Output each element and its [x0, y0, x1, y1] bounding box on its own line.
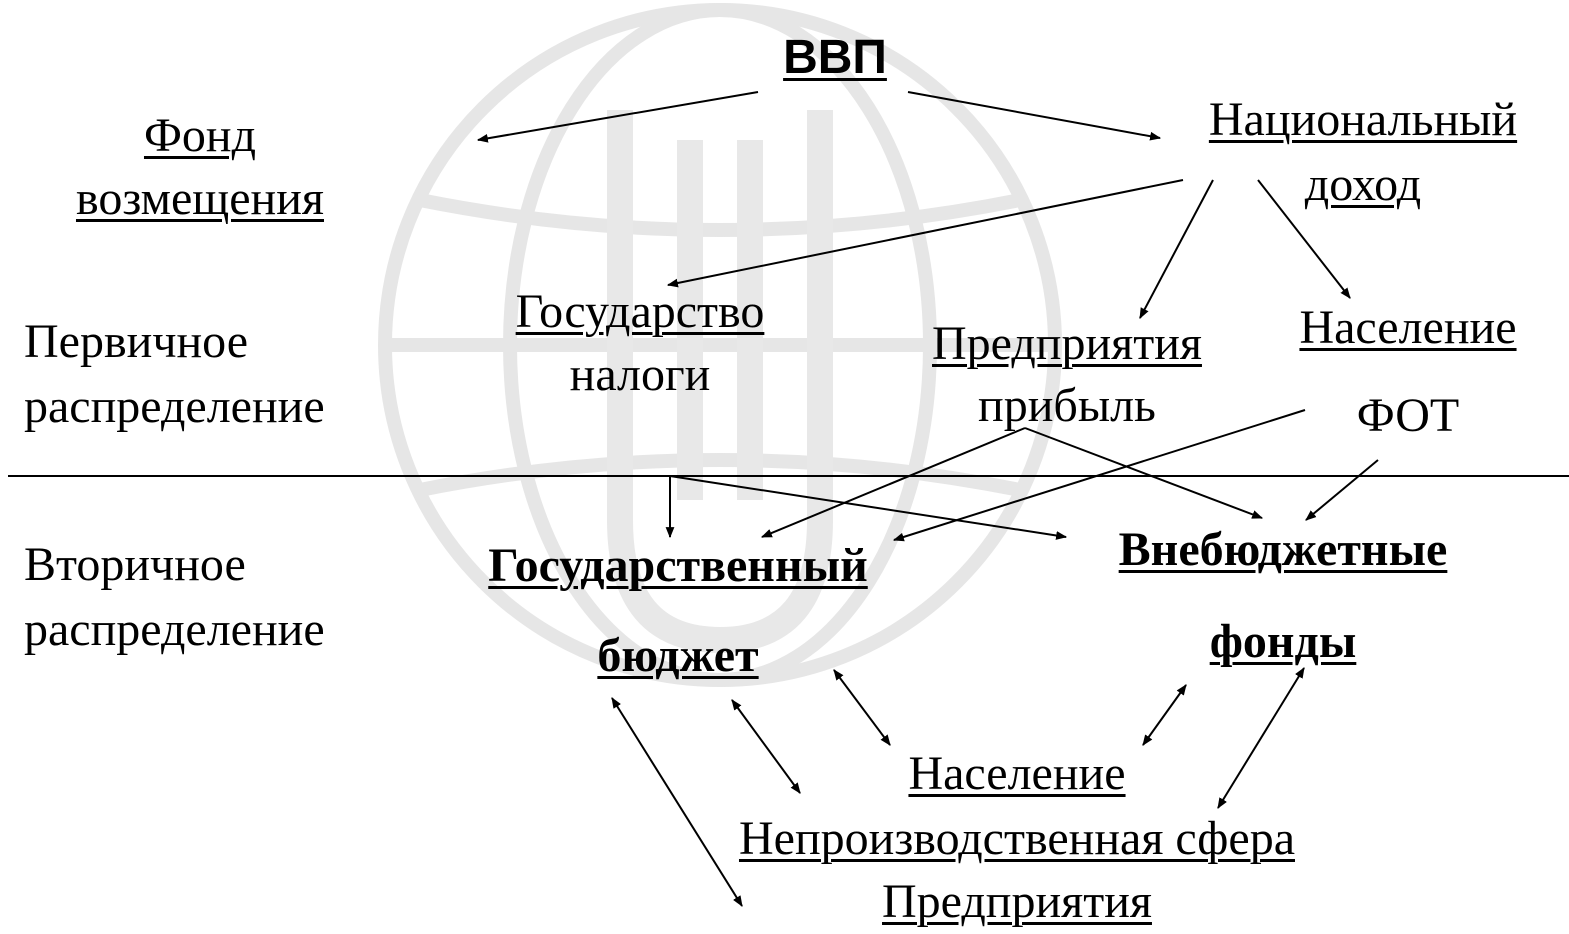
- arrow-budget-nonproduction: [731, 699, 801, 794]
- state-budget-line1: Государственный: [488, 539, 868, 592]
- arrow-budget-population: [833, 669, 891, 746]
- arrow-income-to-enterprises: [1139, 179, 1214, 319]
- arrow-gdp-to-income: [907, 91, 1162, 141]
- taxes-label: налоги: [569, 348, 711, 401]
- primary-distribution-line1: Первичное: [24, 315, 249, 368]
- payroll-label: ФОТ: [1356, 389, 1460, 442]
- replacement-fund-line2: возмещения: [75, 172, 324, 225]
- recipient-population: Население: [908, 747, 1126, 800]
- secondary-distribution-line2: распределение: [24, 603, 325, 656]
- gdp-label: ВВП: [783, 31, 887, 84]
- national-income-line2: доход: [1304, 158, 1422, 211]
- enterprises-label: Предприятия: [932, 317, 1202, 370]
- arrow-payroll-to-budget: [892, 409, 1306, 542]
- recipient-enterprises: Предприятия: [882, 875, 1152, 928]
- arrow-gdp-to-fund: [476, 91, 759, 143]
- recipient-nonproduction-sphere: Непроизводственная сфера: [738, 812, 1295, 865]
- extrabudgetary-funds-line2: фонды: [1209, 615, 1357, 668]
- arrow-funds-population: [1142, 684, 1187, 746]
- arrow-profit-to-funds: [1024, 427, 1264, 519]
- profit-label: прибыль: [978, 379, 1156, 432]
- population-primary-label: Население: [1299, 301, 1517, 354]
- state-label: Государство: [515, 285, 765, 338]
- arrow-income-to-population: [1257, 179, 1351, 299]
- state-budget-line2: бюджет: [597, 629, 759, 682]
- replacement-fund-line1: Фонд: [143, 109, 257, 162]
- arrow-budget-enterprises: [611, 697, 743, 907]
- arrow-payroll-to-funds: [1305, 459, 1379, 521]
- national-income-line1: Национальный: [1208, 93, 1518, 146]
- arrow-income-to-state: [666, 179, 1184, 288]
- arrow-profit-to-budget: [760, 427, 1026, 538]
- arrow-funds-nonproduction: [1217, 667, 1305, 809]
- primary-distribution-line2: распределение: [24, 380, 325, 433]
- extrabudgetary-funds-line1: Внебюджетные: [1118, 523, 1448, 576]
- arrow-taxes-to-funds: [669, 475, 1068, 540]
- secondary-distribution-line1: Вторичное: [24, 538, 246, 591]
